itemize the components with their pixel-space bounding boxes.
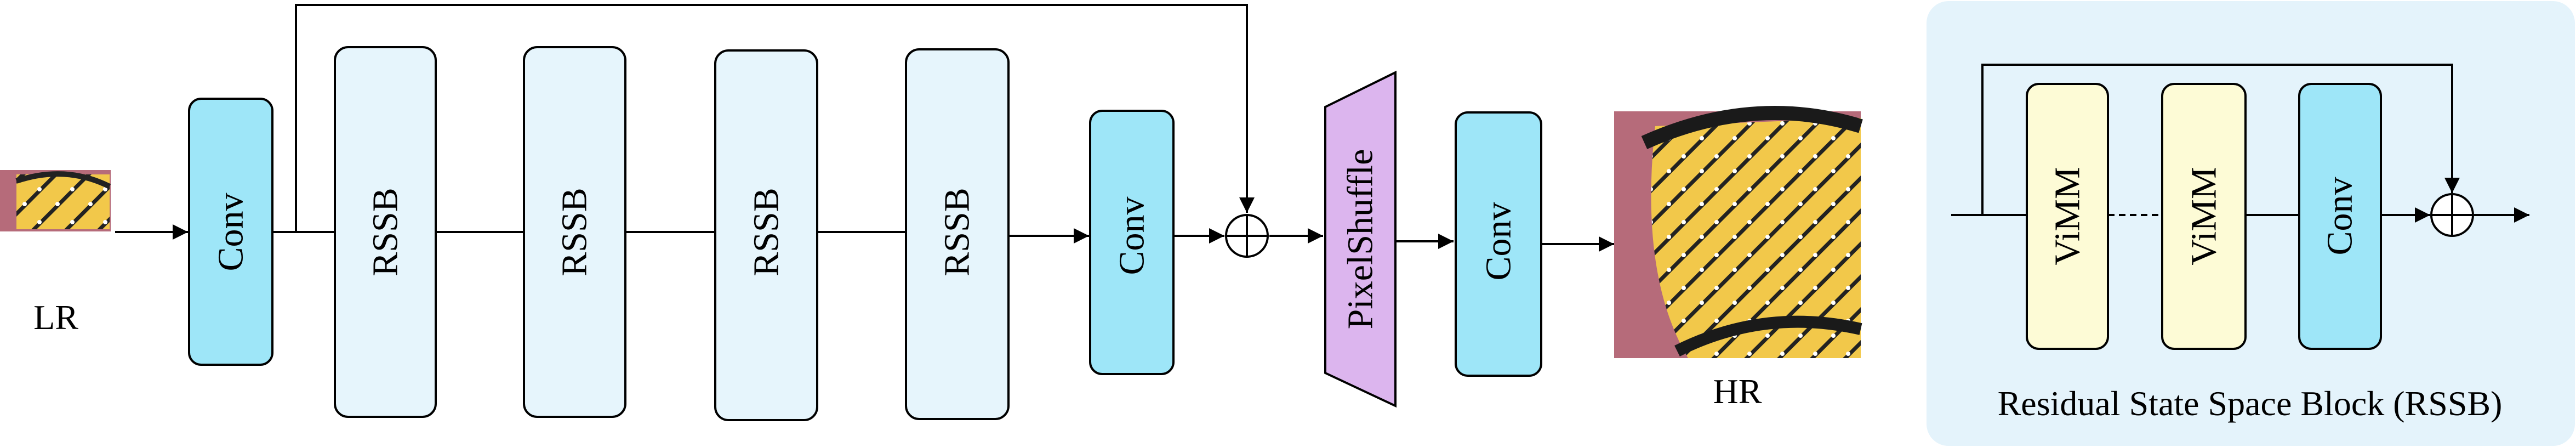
rssb-block-3	[714, 49, 818, 421]
conv-last-block	[1455, 111, 1542, 377]
rssb-4-label: RSSB	[937, 188, 977, 276]
vimm-1-label: ViMM	[2048, 167, 2088, 265]
rssb-3-label: RSSB	[746, 188, 787, 276]
rssb-block-2	[523, 46, 626, 418]
conv-last-label: Conv	[1479, 202, 1519, 280]
conv-after-body-block	[1089, 110, 1175, 375]
vimm-block-2	[2161, 83, 2247, 350]
rssb-conv-block	[2298, 83, 2382, 350]
conv-first-label: Conv	[211, 193, 251, 271]
rssb-block-1	[334, 46, 437, 418]
rssb-2-label: RSSB	[555, 188, 595, 276]
vimm-2-label: ViMM	[2184, 167, 2224, 265]
vimm-block-1	[2026, 83, 2109, 350]
pixelshuffle-block	[1324, 70, 1397, 408]
hr-output-image	[1614, 106, 1863, 358]
conv-first-block	[188, 98, 273, 366]
rssb-conv-label: Conv	[2320, 177, 2360, 255]
hr-label: HR	[1713, 372, 1762, 411]
add-node	[1225, 214, 1269, 258]
pixelshuffle-label: PixelShuffle	[1341, 149, 1381, 330]
rssb-1-label: RSSB	[366, 188, 406, 276]
connections	[115, 4, 1614, 252]
rssb-internal-connections	[1951, 64, 2529, 223]
rssb-add-node	[2430, 193, 2474, 237]
rssb-block-4	[905, 48, 1010, 420]
rssb-detail-panel	[1927, 1, 2575, 446]
global-skip-connection	[295, 4, 1255, 232]
rssb-panel-title: Residual State Space Block (RSSB)	[1998, 384, 2503, 423]
lr-label: LR	[33, 298, 78, 337]
lr-input-image	[0, 170, 111, 231]
conv-after-body-label: Conv	[1112, 196, 1152, 275]
